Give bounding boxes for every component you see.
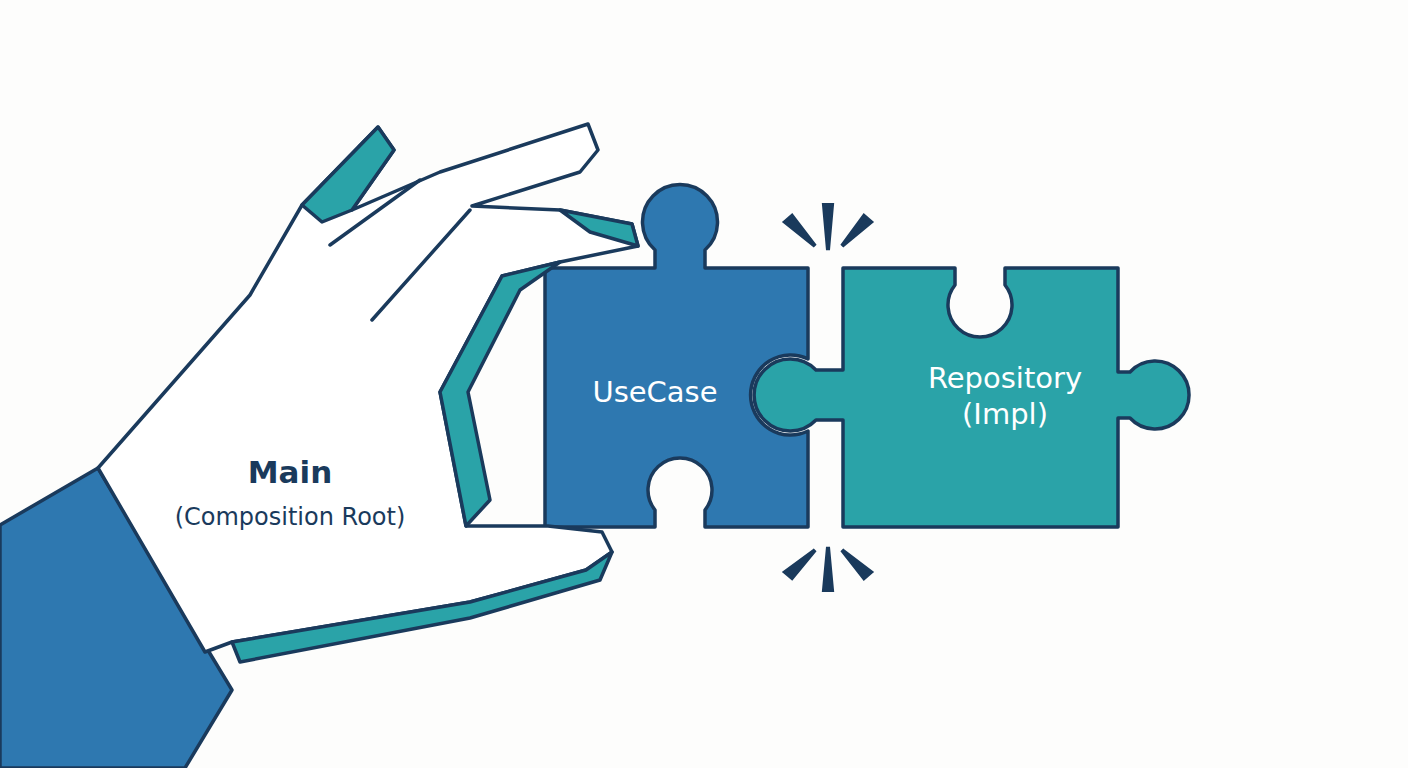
sparkle-ray: [824, 205, 832, 250]
sparkle-ray: [785, 550, 815, 578]
composition-root-hand: Main (Composition Root): [0, 100, 660, 768]
node-label: Main: [120, 453, 460, 492]
outline-path: [440, 262, 560, 526]
sparkle-ray: [842, 216, 871, 246]
outline-path: [545, 185, 808, 527]
outline-path: [560, 210, 638, 246]
node-label: Repository (Impl): [900, 360, 1110, 433]
node-label: (Composition Root): [120, 502, 460, 532]
repository-puzzle-piece: Repository (Impl): [750, 268, 1195, 530]
sparkle-ray: [824, 547, 832, 590]
sparkle-ray: [842, 550, 871, 578]
shape-outline: [0, 100, 660, 768]
outline-path: [232, 552, 612, 662]
outline-path: [330, 180, 470, 320]
node-label: UseCase: [555, 374, 755, 410]
outline-path: [754, 268, 1189, 527]
sparkle-ray: [785, 216, 815, 246]
